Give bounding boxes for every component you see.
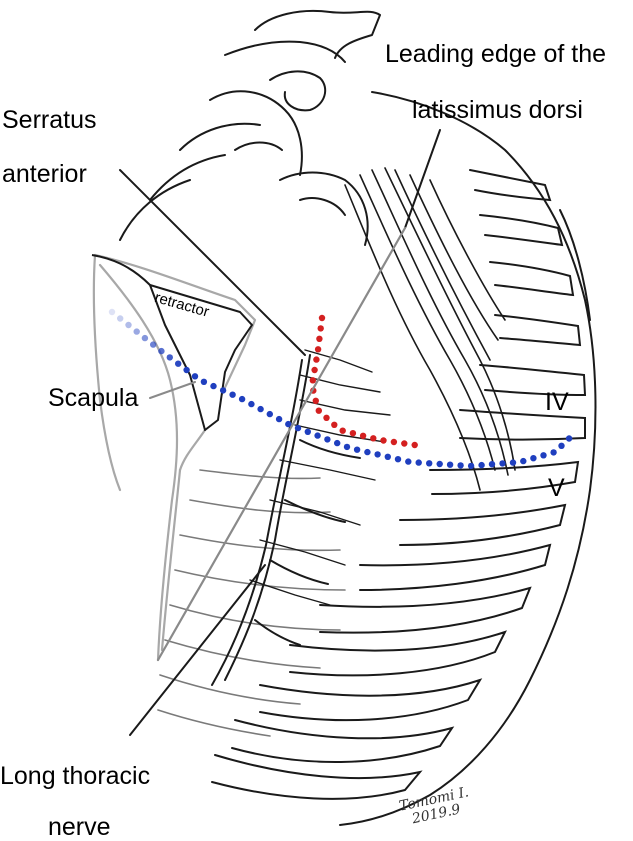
blue-dots-dot bbox=[353, 446, 361, 453]
blue-dots-dot bbox=[374, 451, 381, 458]
ribs bbox=[211, 169, 587, 800]
leader-line-latissimus bbox=[404, 129, 441, 229]
retractor-shape bbox=[91, 254, 253, 431]
leader-line-nerve bbox=[129, 564, 266, 736]
blue-dots-dot bbox=[257, 405, 264, 413]
shoulder-structures bbox=[119, 9, 381, 246]
red-dots-dot bbox=[380, 437, 387, 444]
red-dots-dot bbox=[313, 356, 320, 363]
blue-dots-dot bbox=[334, 439, 341, 447]
blue-dots-dot bbox=[238, 395, 246, 403]
blue-dots-dot bbox=[275, 415, 283, 423]
leader-line-latissimus-gray bbox=[156, 226, 407, 662]
label-rib-iv: IV bbox=[545, 388, 569, 416]
blue-dots-dot bbox=[314, 432, 321, 439]
red-dots-dot bbox=[370, 435, 377, 442]
red-dots-dot bbox=[359, 432, 367, 439]
blue-dots-dot bbox=[210, 382, 217, 390]
blue-dots-dot bbox=[158, 347, 165, 355]
red-dots-dot bbox=[318, 314, 326, 322]
blue-dots-dot bbox=[324, 436, 331, 443]
scapula bbox=[92, 253, 257, 662]
red-dots-dot bbox=[411, 441, 418, 449]
blue-dots-dot bbox=[294, 424, 302, 432]
blue-dots-dot bbox=[364, 448, 371, 456]
blue-dots-dot bbox=[394, 456, 402, 463]
leader-line-scapula bbox=[149, 381, 196, 399]
left-ribs bbox=[157, 469, 346, 737]
blue-dots-dot bbox=[200, 378, 208, 385]
blue-dots-dot bbox=[133, 328, 140, 335]
blue-dots-dot bbox=[191, 373, 199, 380]
red-dots-dot bbox=[390, 438, 398, 446]
blue-dots-dot bbox=[248, 400, 255, 408]
blue-dots-dot bbox=[175, 360, 182, 367]
blue-dots-dot bbox=[125, 321, 132, 329]
label-nerve-line2: nerve bbox=[48, 813, 111, 841]
blue-dots-dot bbox=[150, 341, 157, 348]
blue-dotted-incision-line bbox=[108, 308, 573, 470]
red-dots-dot bbox=[311, 366, 318, 374]
blue-dots-dot bbox=[166, 354, 173, 361]
blue-dots-dot bbox=[520, 457, 527, 465]
blue-dots-dot bbox=[558, 442, 565, 449]
label-latissimus-line2: latissimus dorsi bbox=[412, 96, 583, 124]
leader-line-serratus bbox=[119, 169, 306, 356]
latissimus-fibers bbox=[344, 167, 516, 491]
blue-dots-dot bbox=[509, 459, 517, 466]
blue-dots-dot bbox=[266, 410, 273, 418]
blue-dots-dot bbox=[415, 459, 422, 466]
label-nerve-line1: Long thoracic bbox=[0, 762, 151, 790]
blue-dots-dot bbox=[141, 334, 149, 342]
blue-dots-dot bbox=[426, 460, 433, 467]
blue-dots-dot bbox=[565, 435, 573, 442]
label-latissimus-line1: Leading edge of the bbox=[385, 40, 607, 68]
blue-dots-dot bbox=[405, 458, 412, 465]
red-dots-dot bbox=[317, 325, 324, 332]
label-rib-v: V bbox=[548, 474, 565, 502]
blue-dots-dot bbox=[488, 461, 496, 468]
red-dots-dot bbox=[401, 440, 408, 447]
red-dots-dot bbox=[312, 397, 319, 404]
blue-dots-dot bbox=[436, 460, 443, 468]
blue-dots-dot bbox=[384, 453, 391, 460]
blue-dots-dot bbox=[343, 443, 351, 451]
blue-dots-dot bbox=[550, 449, 557, 456]
red-dots-dot bbox=[316, 335, 323, 342]
blue-dots-dot bbox=[117, 315, 124, 322]
blue-dots-dot bbox=[108, 308, 116, 316]
red-dotted-line bbox=[309, 314, 418, 449]
red-dots-dot bbox=[315, 407, 322, 414]
red-dots-dot bbox=[349, 430, 357, 437]
blue-dots-dot bbox=[540, 452, 547, 459]
label-scapula: Scapula bbox=[48, 384, 139, 412]
blue-dots-dot bbox=[285, 420, 292, 428]
red-dots-dot bbox=[314, 346, 322, 353]
blue-dots-dot bbox=[499, 460, 506, 467]
blue-dots-dot bbox=[530, 455, 537, 462]
red-dots-dot bbox=[339, 427, 346, 434]
long-thoracic-nerve bbox=[211, 354, 361, 686]
label-serratus-line2: anterior bbox=[2, 160, 87, 188]
blue-dots-dot bbox=[467, 462, 475, 470]
label-serratus-line1: Serratus bbox=[2, 106, 97, 134]
blue-dots-dot bbox=[183, 366, 190, 374]
red-dots-dot bbox=[309, 377, 316, 384]
red-dots-dot bbox=[323, 414, 330, 421]
blue-dots-dot bbox=[219, 387, 227, 394]
leader-lines bbox=[119, 129, 441, 736]
red-dots-dot bbox=[331, 421, 338, 428]
ribcage-outline bbox=[339, 91, 597, 826]
blue-dots-dot bbox=[446, 461, 454, 468]
blue-dots-dot bbox=[457, 462, 464, 469]
blue-dots-dot bbox=[229, 391, 236, 398]
blue-dots-dot bbox=[478, 461, 485, 469]
blue-dots-dot bbox=[304, 428, 311, 435]
